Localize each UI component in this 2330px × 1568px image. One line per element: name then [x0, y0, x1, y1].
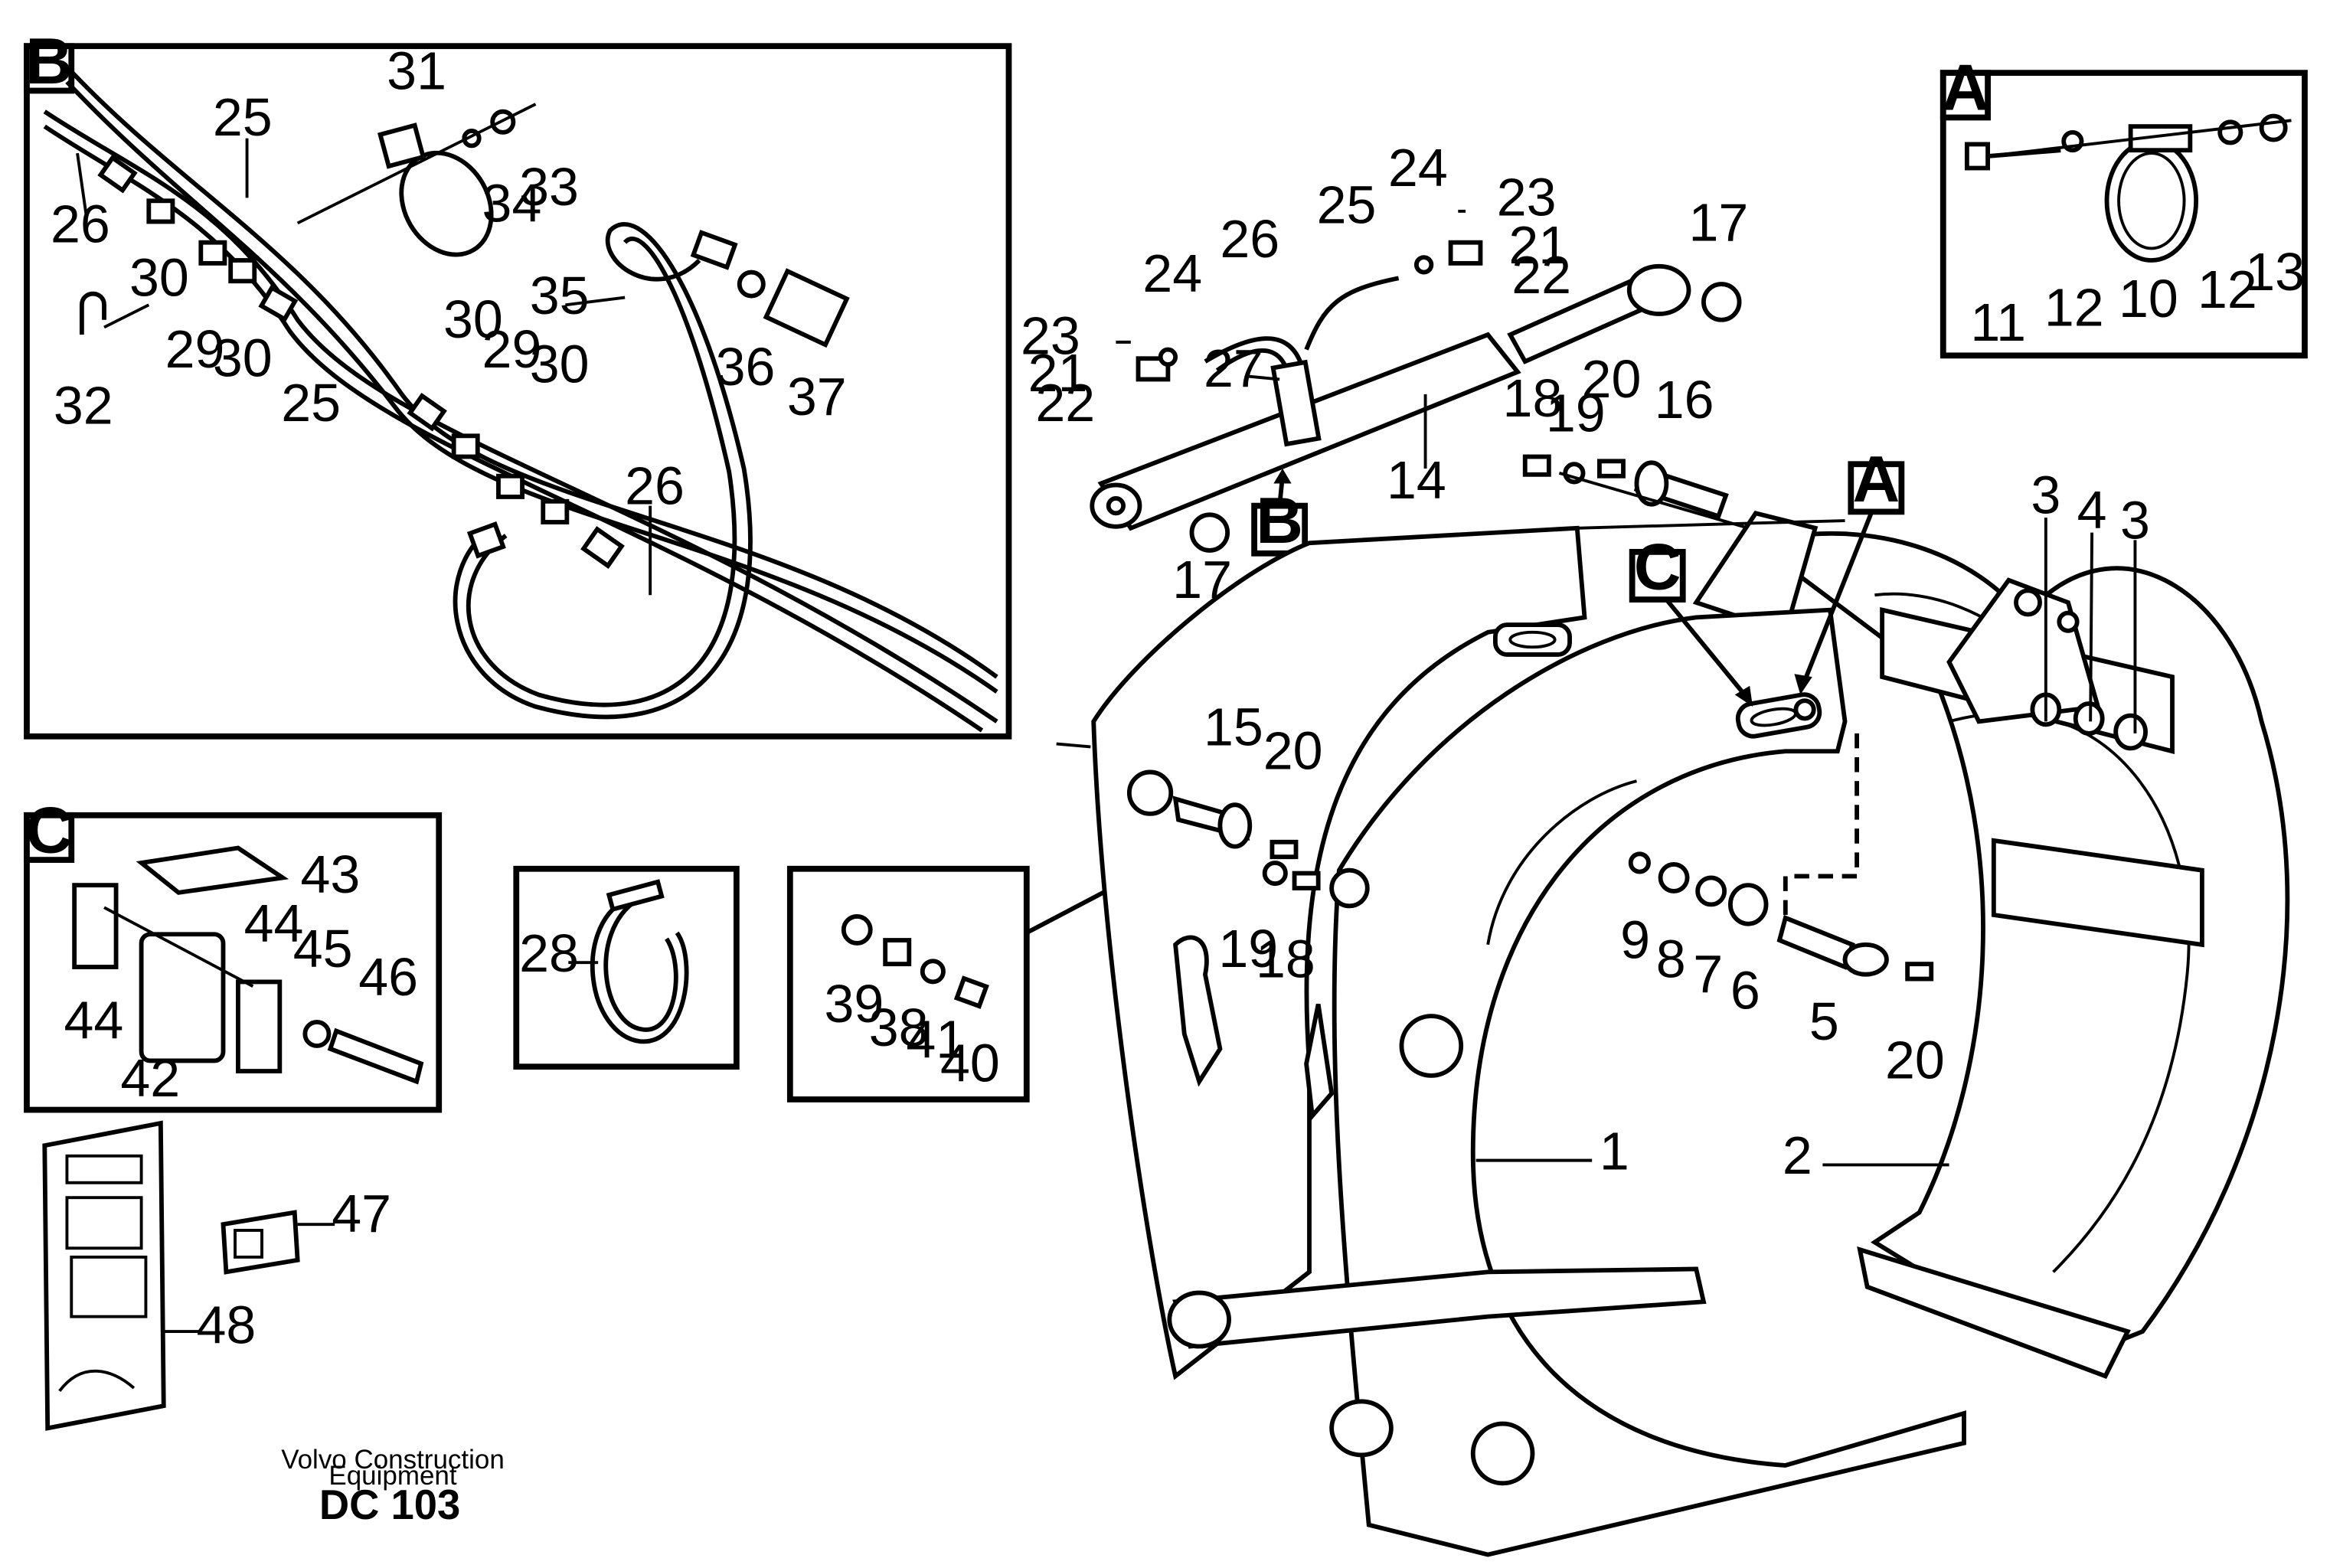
part-number: 40: [940, 1034, 1000, 1093]
part-number: 23: [1497, 168, 1557, 227]
part-number: 46: [358, 947, 418, 1007]
part-number: 8: [1656, 929, 1686, 989]
part-number: 44: [244, 893, 304, 953]
part-number: 37: [787, 367, 847, 426]
part-number: 11: [1970, 292, 2026, 352]
part-labels-box-b: 31 25 26 30 29 30 25 32 34 33 35 30 29 3…: [51, 41, 847, 516]
part-labels-cylinder: 24 23 25 17 26 21 22 24 23 27 21 22 14 1…: [1021, 138, 1748, 609]
part-number: 24: [1142, 243, 1202, 303]
part-number: 26: [625, 456, 685, 516]
part-number: 14: [1387, 450, 1446, 510]
part-number: 29: [165, 319, 225, 379]
part-number: 24: [1388, 138, 1448, 198]
pivot-pin-16: [1522, 454, 1749, 530]
part-number: 13: [2245, 242, 2305, 302]
callout-label-c: C: [1634, 531, 1681, 603]
detail-label-b: B: [25, 25, 73, 98]
part-number: 27: [1204, 338, 1263, 398]
detail-label-a: A: [1942, 52, 1989, 125]
part-number: 42: [120, 1048, 180, 1108]
detail-box-c: C: [24, 794, 443, 1113]
part-number: 15: [1204, 697, 1263, 756]
footer-credit: Volvo Construction Equipment DC 103: [281, 1445, 505, 1528]
part-number: 1: [1600, 1121, 1629, 1181]
part-labels-box-c: 43 44 45 46 44 42: [64, 844, 419, 1108]
part-number: 16: [1655, 370, 1714, 430]
part-number: 33: [519, 157, 579, 217]
part-number: 32: [54, 376, 113, 436]
part-number: 28: [519, 923, 579, 983]
part-number: 2: [1783, 1125, 1812, 1185]
part-number: 20: [1885, 1031, 1945, 1090]
part-number: 26: [51, 194, 110, 254]
publisher-credit: Volvo Construction: [281, 1445, 505, 1475]
part-number: 48: [196, 1295, 256, 1355]
part-number: 22: [1035, 373, 1095, 433]
decals: 47 48: [42, 1120, 391, 1431]
part-number: 17: [1688, 193, 1748, 253]
part-number: 21: [1028, 343, 1088, 403]
callout-a: A: [1794, 443, 1905, 695]
part-number: 26: [1220, 209, 1279, 269]
part-number: 22: [1511, 245, 1571, 305]
part-labels-main: 3 4 3 15 20 19 18 9 8 7 6 5 20 1 2: [1204, 465, 2150, 1185]
part-number: 19: [1546, 383, 1606, 443]
part-number: 20: [1263, 721, 1323, 781]
hydraulic-cylinder: [1090, 209, 1742, 553]
part-number: 18: [1503, 368, 1563, 428]
detail-box-b: B: [24, 25, 1012, 740]
publisher-credit-2: Equipment: [328, 1461, 456, 1491]
part-number: 21: [1508, 215, 1568, 275]
part-number: 41: [906, 1010, 966, 1070]
part-number: 4: [2077, 480, 2107, 540]
part-number: 20: [1582, 349, 1642, 409]
detail-box-grease: 39 38 41 40: [786, 865, 1147, 1102]
part-number: 7: [1693, 944, 1723, 1004]
part-number: 25: [1317, 175, 1377, 234]
callout-label-a: A: [1852, 443, 1900, 516]
part-number: 10: [2119, 269, 2178, 328]
part-number: 43: [300, 844, 360, 904]
part-number: 19: [1218, 919, 1278, 978]
part-number: 45: [293, 919, 353, 978]
part-number: 47: [332, 1184, 391, 1243]
detail-box-strap: 28: [513, 865, 740, 1070]
part-number: 12: [2198, 260, 2257, 319]
part-number: 30: [530, 334, 590, 394]
part-number: 3: [2120, 490, 2150, 550]
part-number: 35: [530, 266, 590, 325]
part-number: 29: [482, 319, 542, 379]
part-number: 5: [1809, 991, 1839, 1051]
part-number: 36: [716, 337, 776, 397]
part-number: 25: [213, 87, 273, 147]
part-number: 9: [1620, 910, 1650, 969]
part-labels-box-a: 11 12 10 12 13: [1970, 242, 2305, 352]
part-number: 30: [129, 248, 189, 308]
document-code: DC 103: [319, 1481, 460, 1528]
part-number: 31: [387, 41, 446, 101]
part-number: 34: [482, 173, 542, 233]
part-number: 38: [869, 998, 929, 1057]
part-number: 30: [443, 289, 503, 349]
part-number: 44: [64, 990, 124, 1050]
part-number: 25: [281, 373, 341, 433]
part-number: 12: [2044, 278, 2104, 338]
main-leaders: [1475, 518, 2137, 1167]
part-number: 3: [2031, 465, 2060, 524]
part-labels-pin16: 20 16 18 19: [1503, 349, 1714, 443]
callout-c: C: [1629, 531, 1753, 707]
part-number: 23: [1021, 305, 1080, 365]
grapple-assembly: [1056, 511, 2290, 1557]
part-number: 39: [824, 974, 884, 1034]
part-number: 30: [213, 328, 273, 388]
part-number: 6: [1730, 960, 1760, 1020]
part-number: 18: [1256, 929, 1315, 989]
detail-box-a: A: [1939, 52, 2308, 359]
callout-b: B: [1251, 469, 1309, 557]
detail-label-c: C: [25, 794, 73, 867]
